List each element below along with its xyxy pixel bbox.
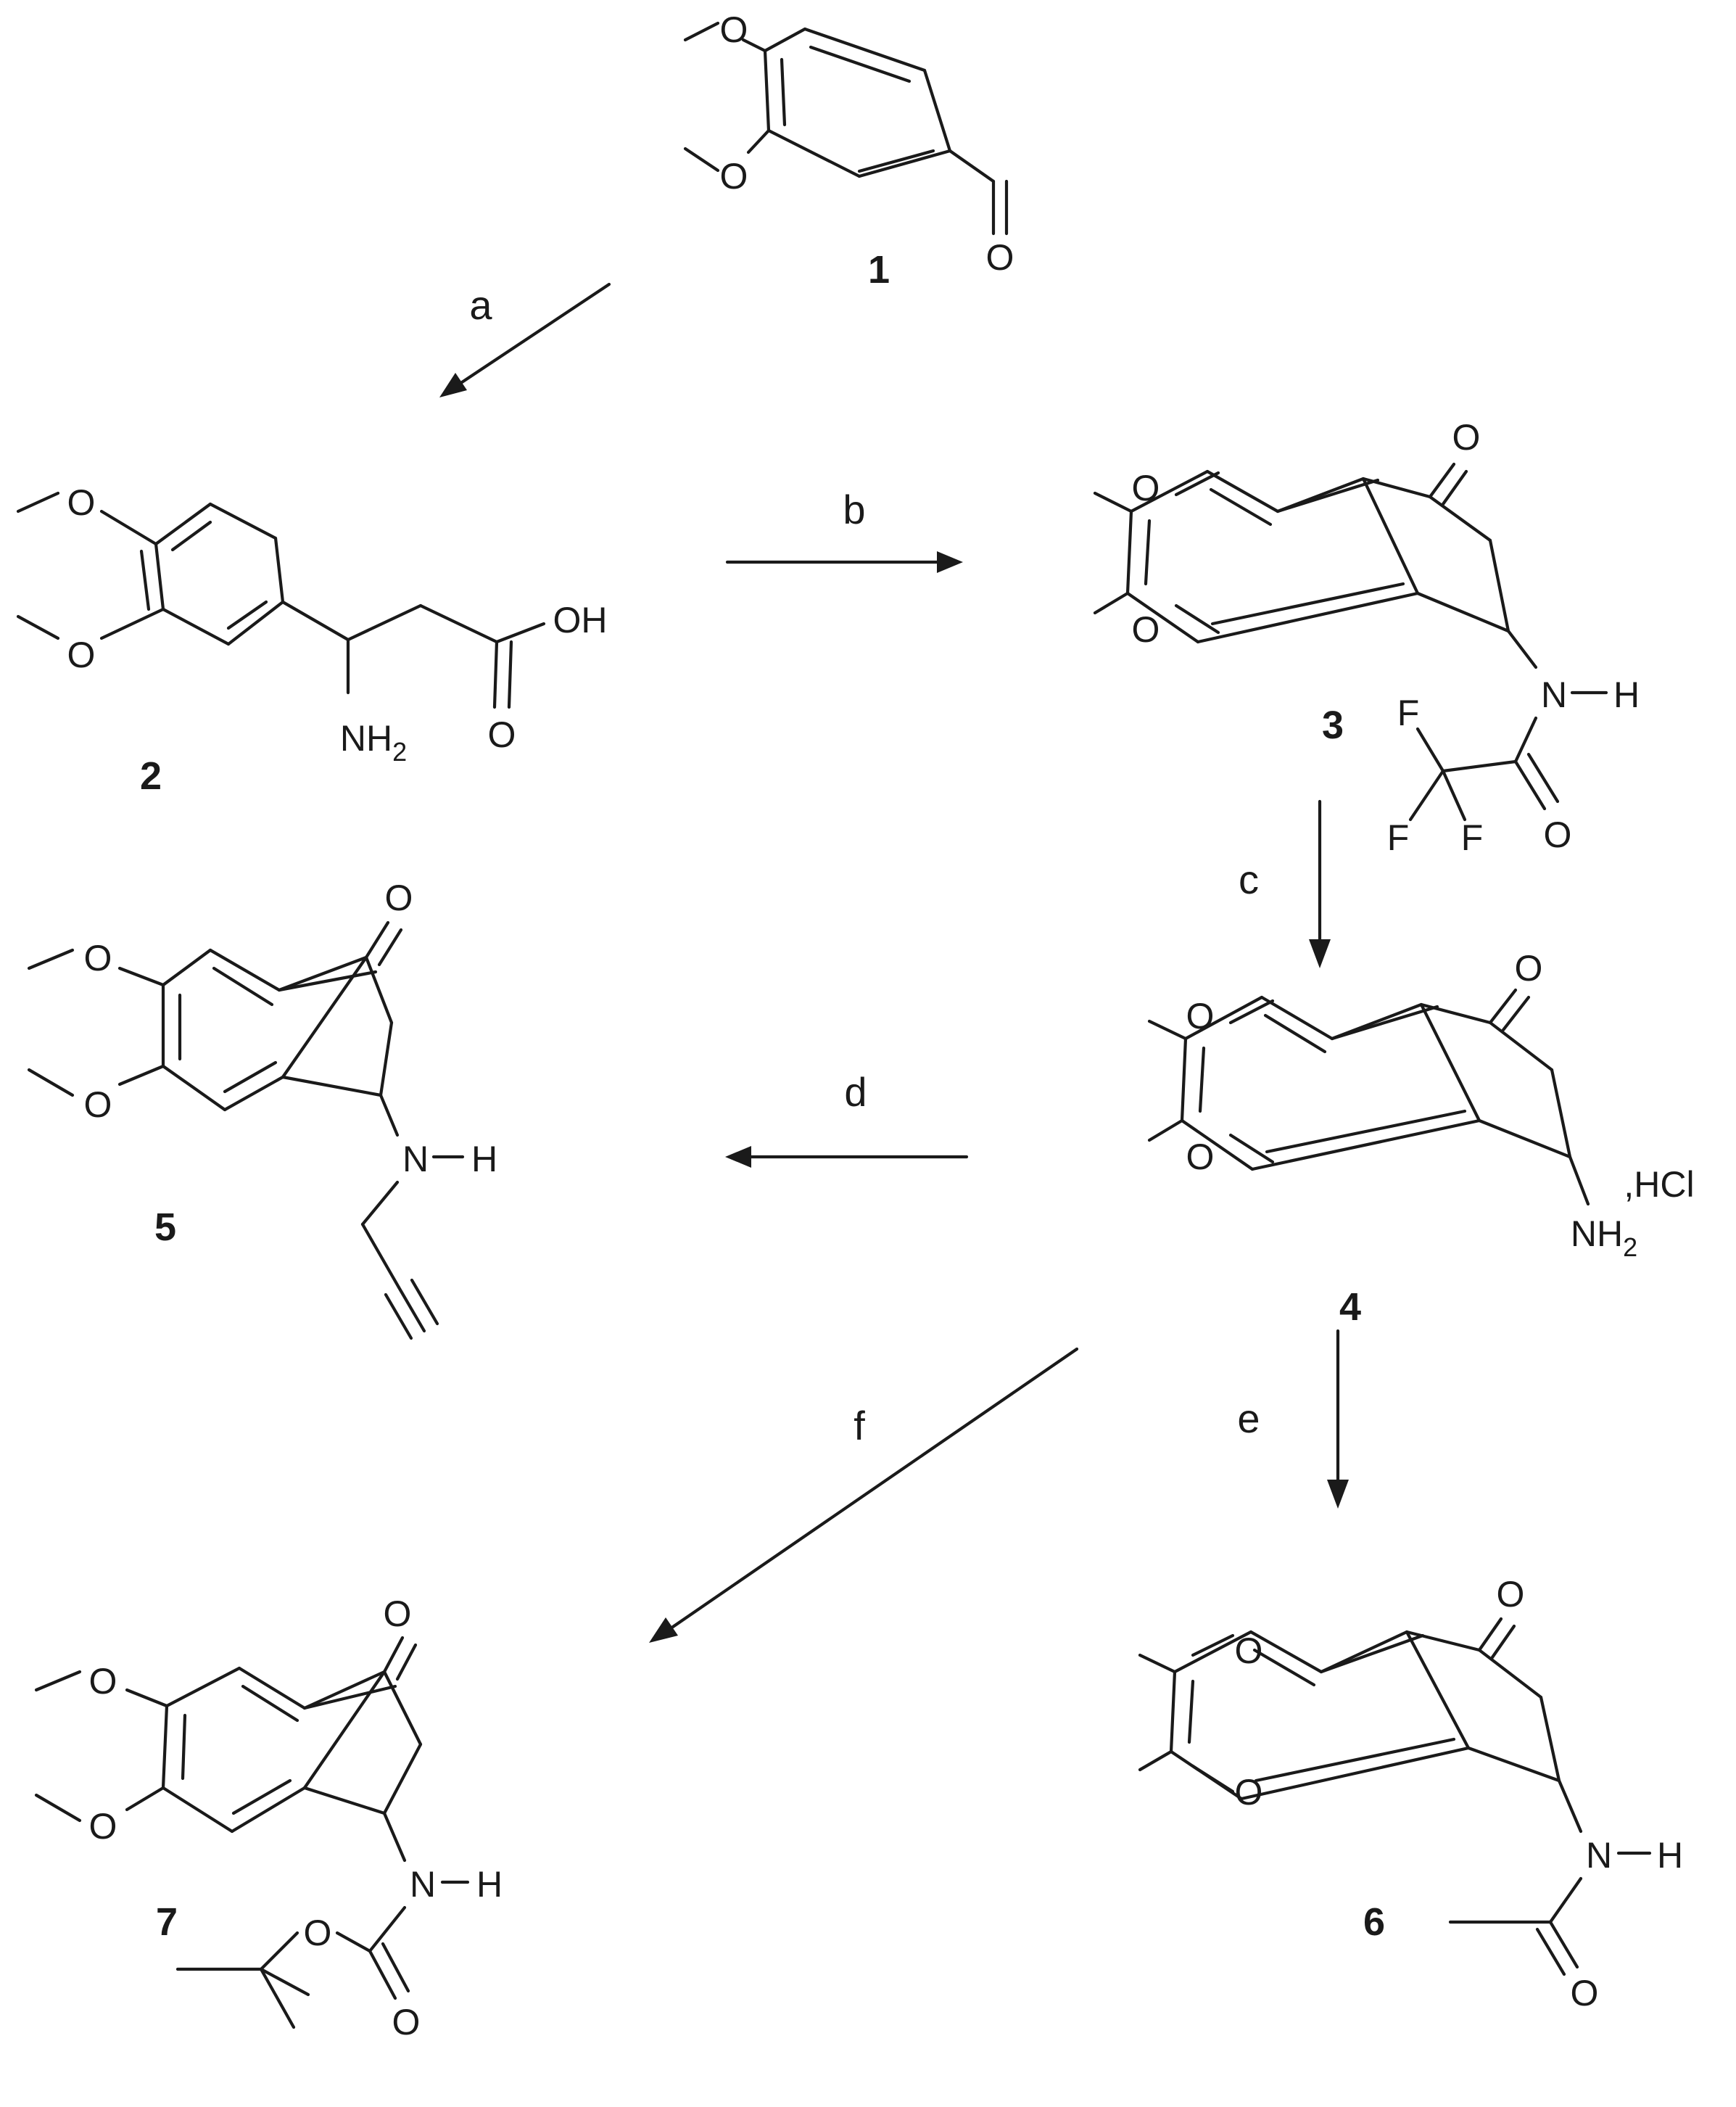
compound-3-amide-n: N — [1541, 675, 1567, 715]
compound-3-methoxy-o-5: O — [1132, 468, 1160, 508]
compound-3-label: 3 — [1322, 704, 1344, 747]
compound-7-carbonyl-o: O — [392, 2002, 421, 2042]
compound-7-structure — [34, 1636, 470, 2029]
compound-4-methoxy-o-5: O — [1186, 996, 1215, 1036]
arrow-c — [1309, 799, 1331, 968]
compound-3-fluorine-1: F — [1397, 693, 1420, 733]
compound-5-ketone-o: O — [385, 878, 413, 918]
compound-6-methoxy-o-6: O — [1235, 1772, 1263, 1813]
compound-4-methoxy-o-6: O — [1186, 1137, 1215, 1177]
compound-5-methoxy-o-6: O — [84, 1084, 112, 1125]
compound-6-ketone-o: O — [1497, 1574, 1525, 1615]
condition-e-label: e — [1237, 1395, 1260, 1441]
condition-c-label: c — [1239, 857, 1259, 902]
compound-3-amide-h: H — [1613, 675, 1640, 715]
compound-3-ketone-o: O — [1452, 417, 1481, 458]
compound-5-methoxy-o-5: O — [84, 938, 112, 978]
condition-a-label: a — [469, 282, 492, 328]
compound-1-methoxy-o-4: O — [720, 9, 748, 50]
compound-4-ketone-o: O — [1515, 948, 1543, 989]
compound-7-methoxy-o-5: O — [89, 1661, 117, 1702]
compound-7-methoxy-o-6: O — [89, 1806, 117, 1847]
condition-b-label: b — [843, 487, 865, 532]
compound-6-amide-o: O — [1571, 1973, 1599, 2013]
compound-5-structure — [27, 920, 465, 1340]
compound-6-methoxy-o-5: O — [1235, 1630, 1263, 1671]
arrow-f — [649, 1347, 1079, 1643]
compound-2-methoxy-o-3: O — [67, 635, 96, 675]
compound-5-amine-n: N — [402, 1139, 429, 1179]
compound-3-amide-o: O — [1544, 815, 1572, 855]
compound-2-label: 2 — [140, 754, 162, 798]
compound-7-label: 7 — [156, 1900, 178, 1944]
compound-2-carbonyl-o: O — [488, 714, 516, 755]
compound-6-amide-n: N — [1586, 1835, 1612, 1876]
compound-4-structure — [1147, 988, 1590, 1206]
compound-6-structure — [1138, 1617, 1652, 1976]
compound-4-label: 4 — [1339, 1285, 1361, 1329]
compound-2-amine: NH2 — [340, 718, 407, 767]
compound-7-carbamate-n: N — [410, 1864, 436, 1905]
compound-1-methoxy-o-3: O — [720, 156, 748, 197]
condition-f-label: f — [853, 1403, 865, 1448]
compound-1-label: 1 — [868, 248, 890, 292]
compound-4-hcl-salt: ,HCl — [1624, 1164, 1694, 1205]
compound-3-fluorine-3: F — [1461, 817, 1484, 858]
compound-2-hydroxyl: OH — [553, 600, 608, 640]
compound-2-methoxy-o-4: O — [67, 482, 96, 523]
compound-6-label: 6 — [1363, 1900, 1385, 1944]
condition-d-label: d — [844, 1069, 867, 1115]
compound-3-fluorine-2: F — [1387, 817, 1410, 858]
compound-1-aldehyde-o: O — [986, 237, 1014, 278]
compound-1-structure — [683, 21, 1009, 236]
compound-6-amide-h: H — [1657, 1835, 1683, 1876]
compound-7-ester-o: O — [304, 1913, 332, 1953]
compound-5-label: 5 — [154, 1205, 176, 1249]
compound-4-amine: NH2 — [1571, 1213, 1637, 1262]
compound-7-ketone-o: O — [384, 1593, 412, 1634]
compound-3-methoxy-o-6: O — [1132, 609, 1160, 650]
compound-2-structure — [16, 491, 546, 709]
compound-3-structure — [1093, 462, 1608, 822]
compound-7-carbamate-h: H — [476, 1864, 503, 1905]
compound-5-amine-h: H — [471, 1139, 497, 1179]
arrow-e — [1327, 1329, 1349, 1509]
arrow-b — [725, 551, 963, 573]
arrow-a — [439, 282, 611, 397]
arrow-d — [725, 1146, 969, 1168]
